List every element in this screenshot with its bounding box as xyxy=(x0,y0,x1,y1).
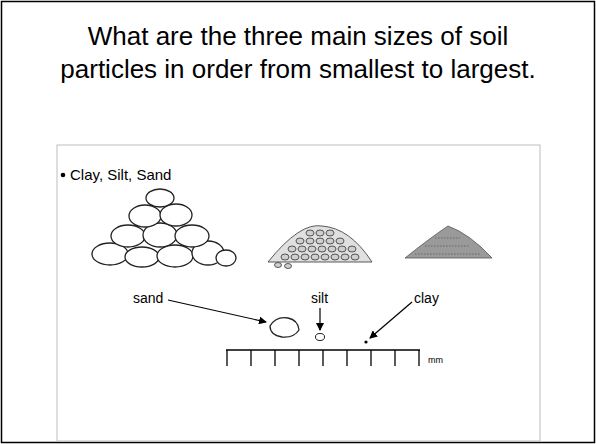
clay-pile xyxy=(405,226,492,258)
unit-label: mm xyxy=(428,355,443,365)
sand-pile xyxy=(92,189,236,267)
millimetre-ruler xyxy=(226,350,420,366)
bullet-text: Clay, Silt, Sand xyxy=(70,166,171,183)
leader-arrows xyxy=(168,300,412,338)
particles xyxy=(270,318,368,344)
particle-label: silt xyxy=(311,290,328,306)
particle-label: clay xyxy=(414,290,439,306)
slide-title: What are the three main sizes of soil pa… xyxy=(40,20,556,86)
silt-pile xyxy=(268,226,372,269)
bullet xyxy=(61,173,66,178)
picture-frame xyxy=(57,145,540,441)
particle-label: sand xyxy=(133,290,163,306)
